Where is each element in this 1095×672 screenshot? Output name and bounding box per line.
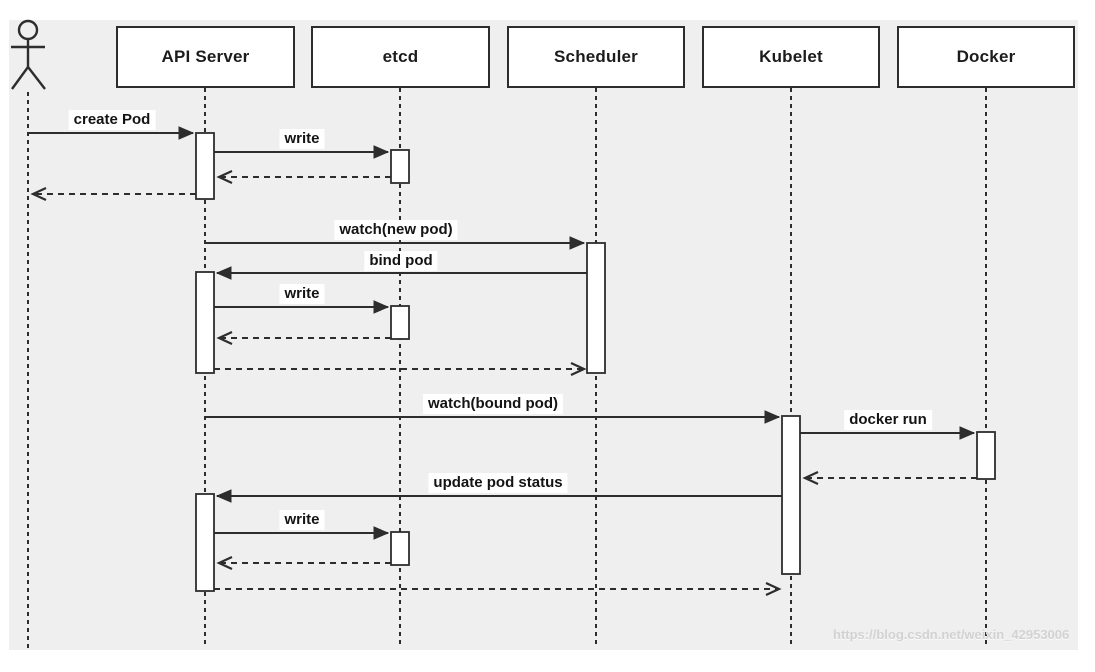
activation-api-server-1 [195, 132, 215, 200]
activation-etcd-1 [390, 149, 410, 184]
activation-api-server-3 [195, 493, 215, 592]
activation-etcd-3 [390, 531, 410, 566]
user-leg-left [11, 66, 29, 90]
user-actor-icon [11, 19, 46, 90]
message-label-create-pod: create Pod [68, 110, 156, 130]
message-label-write-2: write [279, 284, 325, 304]
message-label-write-3: write [279, 510, 325, 530]
message-label-bind-pod: bind pod [364, 251, 438, 271]
activation-api-server-2 [195, 271, 215, 374]
message-label-watch-bound-pod: watch(bound pod) [423, 394, 563, 414]
actor-box-api-server: API Server [116, 26, 295, 88]
activation-etcd-2 [390, 305, 410, 340]
actor-box-kubelet: Kubelet [702, 26, 880, 88]
message-label-watch-new-pod: watch(new pod) [334, 220, 458, 240]
activation-kubelet [781, 415, 801, 575]
message-label-write-1: write [279, 129, 325, 149]
activation-docker [976, 431, 996, 480]
user-head [17, 19, 39, 41]
message-label-update-pod-status: update pod status [428, 473, 568, 493]
actor-box-docker: Docker [897, 26, 1075, 88]
diagram-background [9, 20, 1078, 650]
watermark-text: https://blog.csdn.net/weixin_42953006 [833, 627, 1070, 642]
message-label-docker-run: docker run [844, 410, 932, 430]
actor-box-scheduler: Scheduler [507, 26, 685, 88]
user-leg-right [27, 66, 46, 90]
activation-scheduler [586, 242, 606, 374]
actor-box-etcd: etcd [311, 26, 490, 88]
